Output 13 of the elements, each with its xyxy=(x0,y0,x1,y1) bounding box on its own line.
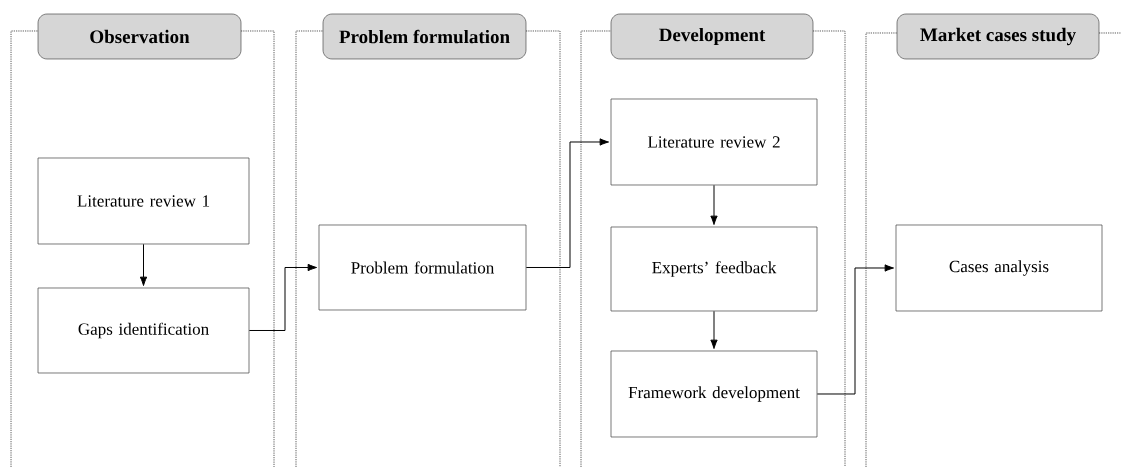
arrow xyxy=(710,310,718,349)
arrow xyxy=(816,264,895,395)
arrow xyxy=(248,263,318,331)
process-box: Literature review 2 xyxy=(610,98,818,186)
arrow xyxy=(710,184,718,225)
process-box: Framework development xyxy=(610,350,818,438)
arrow xyxy=(139,243,148,286)
process-box: Gaps identification xyxy=(37,287,250,374)
arrow xyxy=(525,138,610,268)
process-box: Problem formulation xyxy=(318,224,527,311)
process-box: Cases analysis xyxy=(895,224,1103,312)
process-box: Experts’ feedback xyxy=(610,226,818,312)
process-box: Literature review 1 xyxy=(37,157,250,245)
